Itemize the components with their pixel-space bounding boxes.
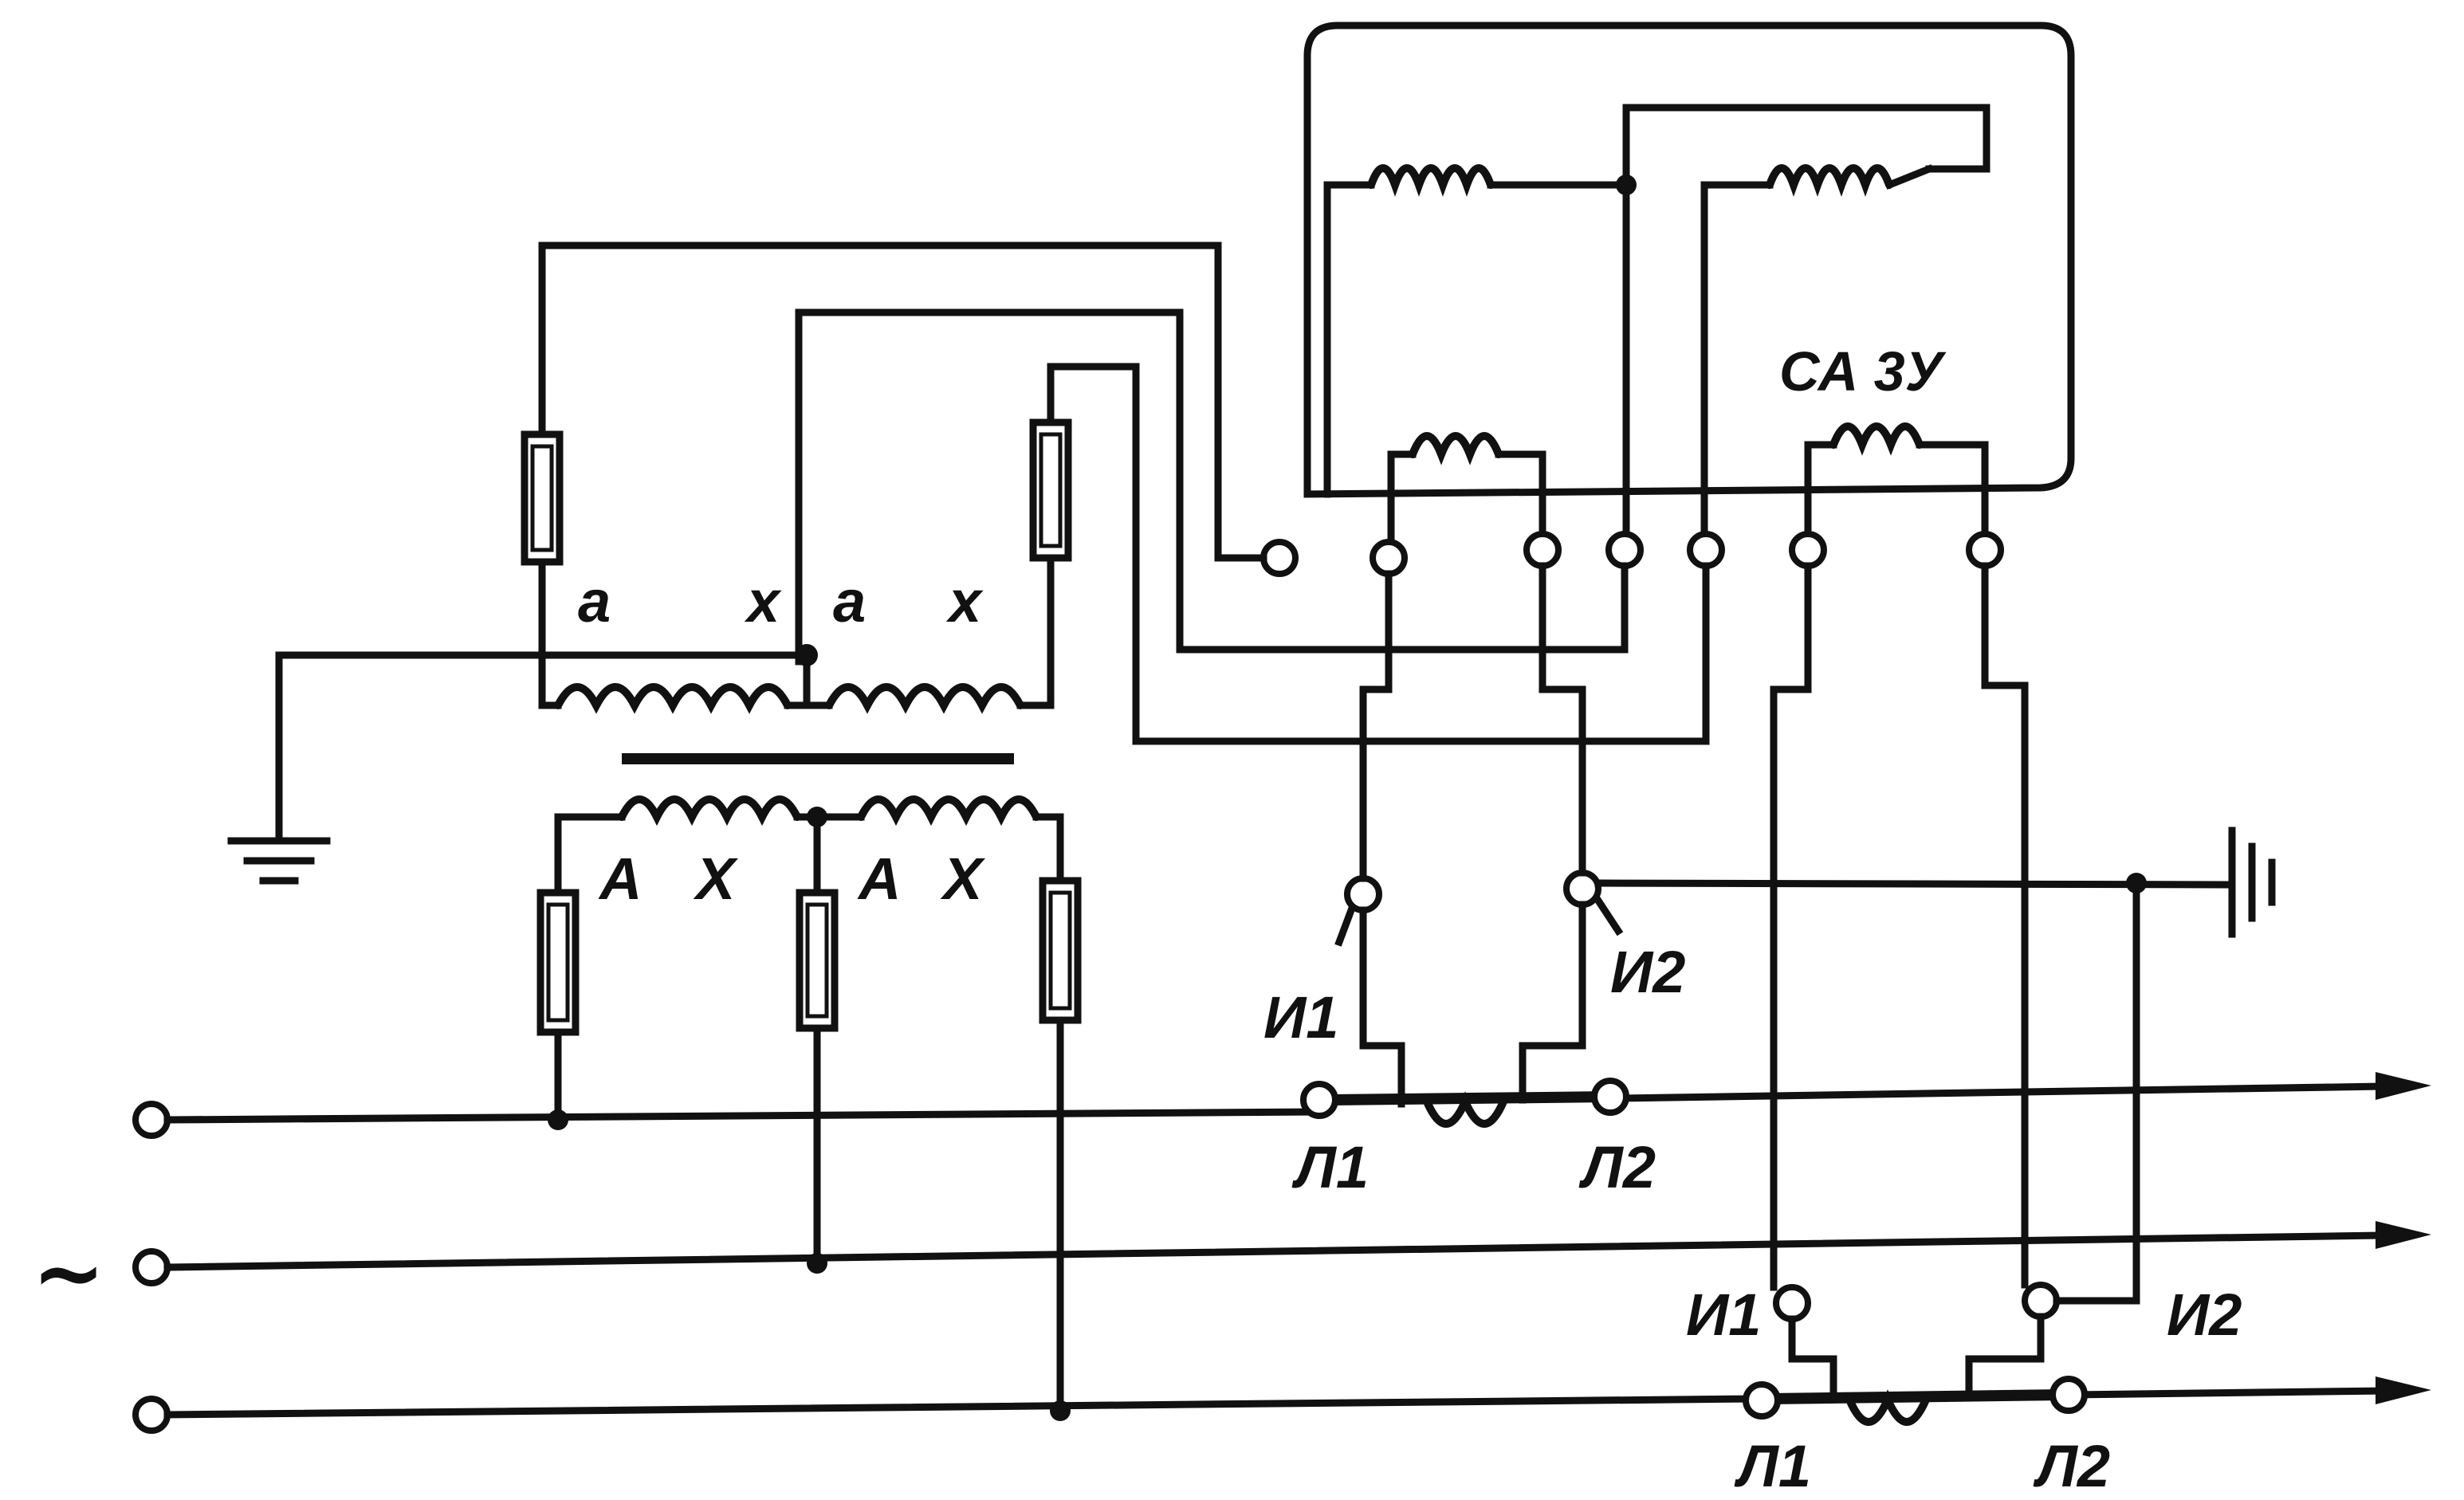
vt-upper-a2-label: a <box>833 568 866 634</box>
current-transformer-2 <box>1743 562 2140 1426</box>
ct1-l1-terminal <box>1300 1081 1338 1119</box>
ct2-l1-label: Л1 <box>1734 1433 1811 1499</box>
meter-terminal-1 <box>1260 539 1299 577</box>
ac-source-symbol: ~ <box>32 1222 105 1324</box>
meter-current-coil-1 <box>1409 432 1503 465</box>
ct1-i1-label: И1 <box>1263 984 1338 1050</box>
ct1-l1-label: Л1 <box>1291 1134 1369 1200</box>
fuse-lower-3 <box>1039 877 1082 1024</box>
meter-terminals <box>1260 531 2004 577</box>
vt-lower-A1-label: A <box>598 846 642 912</box>
vt-secondary-coil-2 <box>825 683 1024 714</box>
line-conductors <box>132 1072 2431 1434</box>
meter-enclosure <box>1303 22 2075 498</box>
labels: a x a x A X A X И1 И2 Л1 Л2 И1 И2 Л1 Л2 … <box>32 568 2242 1499</box>
meter-internal-wiring <box>1323 104 1990 554</box>
ct2-l2-label: Л2 <box>2033 1433 2110 1499</box>
ct1-l2-label: Л2 <box>1578 1134 1656 1200</box>
vt-secondary-coil-1 <box>554 683 792 714</box>
ct2-l2-terminal <box>2049 1376 2088 1414</box>
vt-upper-x1-label: x <box>744 568 782 634</box>
ct2-i2-label: И2 <box>2167 1282 2242 1348</box>
fuse-lower-2 <box>796 889 839 1032</box>
source-terminal-c <box>132 1396 171 1434</box>
current-transformer-1 <box>1300 562 1629 1128</box>
vt-upper-x2-label: x <box>945 568 984 634</box>
meter-current-coil-2 <box>1829 422 1924 456</box>
fuse-upper-1 <box>521 430 564 566</box>
ct2-i2-terminal <box>2022 1282 2060 1320</box>
vt-primary <box>536 795 1082 1421</box>
source-terminal-a <box>132 1101 171 1139</box>
meter-terminal-5 <box>1687 531 1725 569</box>
fuse-upper-2 <box>1029 418 1072 562</box>
meter-voltage-coil-1 <box>1367 164 1495 197</box>
ct2-l1-terminal <box>1743 1381 1781 1420</box>
vt-lower-A2-label: A <box>857 846 901 912</box>
vt-primary-coil-1 <box>618 795 801 827</box>
ct2-i1-terminal <box>1773 1284 1811 1322</box>
ct2-i1-label: И1 <box>1686 1282 1761 1348</box>
ct1-i1-terminal <box>1344 875 1382 913</box>
source-terminal-b <box>132 1248 171 1286</box>
ct1-i2-label: И2 <box>1610 939 1685 1005</box>
meter-terminal-4 <box>1605 531 1644 569</box>
vt-upper-a1-label: a <box>578 568 611 634</box>
meter-terminal-2 <box>1370 539 1408 577</box>
meter-terminal-7 <box>1966 531 2004 569</box>
vt-secondary <box>227 241 1710 885</box>
fuse-lower-1 <box>536 889 580 1036</box>
vt-lower-X1-label: X <box>693 846 739 912</box>
meter-name-label: СА 3У <box>1779 340 1947 402</box>
ct1-l2-terminal <box>1591 1078 1629 1116</box>
meter-terminal-6 <box>1789 531 1827 569</box>
vt-primary-coil-2 <box>857 795 1040 827</box>
ct-ground <box>1594 827 2276 938</box>
meter-terminal-3 <box>1523 531 1562 569</box>
meter-voltage-coil-2 <box>1766 164 1893 197</box>
vt-lower-X2-label: X <box>940 846 986 912</box>
